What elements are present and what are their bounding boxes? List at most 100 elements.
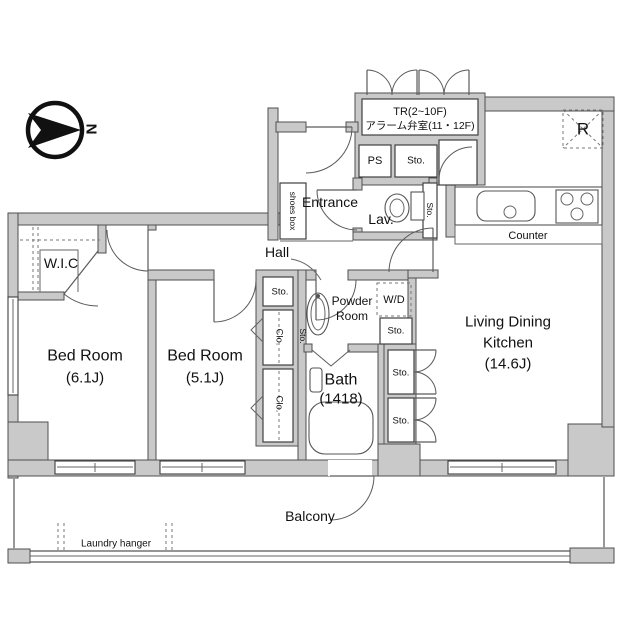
tr-door-arc-1 (366, 69, 393, 96)
fixtures (20, 109, 604, 455)
storage-label-top: Sto. (407, 156, 425, 167)
toilet-icon (384, 191, 425, 223)
bedroom-6j-size: (6.1J) (66, 370, 104, 387)
wic-label: W.I.C (44, 255, 78, 271)
wall-entrance-porch (267, 107, 279, 241)
wall-bath-corner (377, 443, 421, 477)
wall-counter-stub (445, 184, 456, 238)
entrance-door-arc (305, 126, 353, 174)
bathtub (308, 401, 374, 455)
storage-label-hall: Sto. (272, 287, 289, 298)
lav-label: Lav. (368, 211, 393, 227)
bedroom-6j-door-arc (106, 229, 149, 272)
toilet-seat (389, 198, 405, 218)
ps-label: PS (368, 155, 383, 167)
wall-top-left-section (7, 212, 281, 226)
shoes-box (279, 182, 307, 240)
balcony-label: Balcony (285, 508, 335, 524)
compass: N (25, 100, 100, 160)
ldk-door-arc (388, 227, 434, 273)
wall-powder-top-b (347, 269, 415, 281)
counter-front-edge (454, 225, 603, 245)
hall-label: Hall (265, 244, 289, 260)
washbasin-faucet (316, 294, 320, 298)
room-labels: TR(2~10F) アラーム弁室(11・12F) PS Sto. shoes b… (44, 106, 589, 550)
powder-door-arc (315, 279, 357, 321)
stove (555, 189, 599, 224)
wall-bed5-top-a (147, 269, 215, 281)
wall-divider-stub (147, 224, 157, 231)
stove-burner-2 (580, 192, 594, 206)
storage-label-lav: Sto. (425, 202, 435, 217)
wall-pillar-bottom-right (567, 423, 615, 477)
wic-door-leaf (63, 250, 99, 295)
closet-bifold-1 (250, 317, 264, 343)
refrigerator-space (562, 109, 604, 149)
storage-label-wd: Sto. (388, 326, 405, 337)
ps-box (358, 144, 392, 178)
wall-lav-left-a (352, 177, 363, 191)
balcony-end-right (569, 547, 615, 564)
ldk-size: (14.6J) (485, 356, 532, 373)
compass-needle-icon (28, 113, 81, 148)
bath-size: (1418) (319, 391, 362, 408)
wall-bath-top-b (347, 343, 381, 353)
tr-door-arc-3 (418, 69, 445, 96)
refrigerator-label: R (577, 120, 589, 139)
washbasin-outer (306, 292, 330, 336)
balcony-end-left (7, 548, 31, 564)
washbasin-icon (306, 292, 330, 336)
storage-label-bath2: Sto. (393, 416, 410, 427)
wall-wic-right (97, 224, 107, 254)
compass-north-label: N (83, 124, 100, 135)
closet-label-2: Clo. (274, 396, 285, 413)
stove-burner-3 (570, 207, 584, 221)
wic-shelf (39, 249, 79, 292)
bath-name: Bath (325, 372, 358, 389)
tr-label-box (361, 98, 479, 136)
hall-leader-line (290, 258, 322, 281)
sink-drain-icon (503, 205, 517, 219)
toilet-tank (410, 191, 425, 221)
tr-label-line1: TR(2~10F) (393, 106, 447, 118)
tr-inner-door-arc (438, 146, 473, 181)
sto2-door-arc-b (413, 419, 437, 443)
wall-powder-top-a (305, 269, 317, 281)
bath-counter (309, 367, 323, 393)
opening-balcony-door (328, 460, 372, 476)
toilet-bowl (384, 193, 410, 223)
bedroom-5j-size: (5.1J) (186, 370, 224, 387)
tr-label-line2: アラーム弁室(11・12F) (365, 119, 474, 132)
stove-burner-1 (560, 192, 574, 206)
closet-cell-2 (262, 368, 294, 443)
storage-box-under-wd (379, 317, 413, 345)
balcony-door-arc (329, 475, 375, 521)
closet-bifold-2 (250, 395, 264, 421)
sto1-door-arc-b (413, 371, 437, 395)
lav-door-arc (316, 189, 358, 231)
wd-label: W/D (383, 294, 404, 306)
wall-bedroom-divider (147, 271, 157, 461)
ldk-line1: Living Dining (465, 314, 551, 331)
powder-room-line1: Powder (332, 294, 373, 308)
inset-boxes (262, 98, 479, 443)
bath-folding-door (311, 349, 351, 367)
closet-cell-1 (262, 309, 294, 366)
powder-room-line2: Room (336, 309, 368, 323)
tr-door-arc-4 (443, 69, 470, 96)
shoes-box-label: shoes box (288, 192, 298, 231)
doors (63, 69, 473, 521)
laundry-hanger-label: Laundry hanger (81, 539, 152, 550)
storage-label-powder: Sto. (298, 328, 308, 343)
closet-label-1: Clo. (274, 329, 285, 346)
storage-box-top (394, 144, 438, 178)
wall-powder-left (297, 269, 307, 461)
wall-left-upper (7, 212, 19, 298)
refrigerator-outline (562, 109, 604, 149)
balcony-structure (7, 477, 615, 564)
ldk-line2: Kitchen (483, 335, 533, 352)
entrance-label: Entrance (302, 194, 358, 210)
tr-door-arc-2 (391, 69, 418, 96)
